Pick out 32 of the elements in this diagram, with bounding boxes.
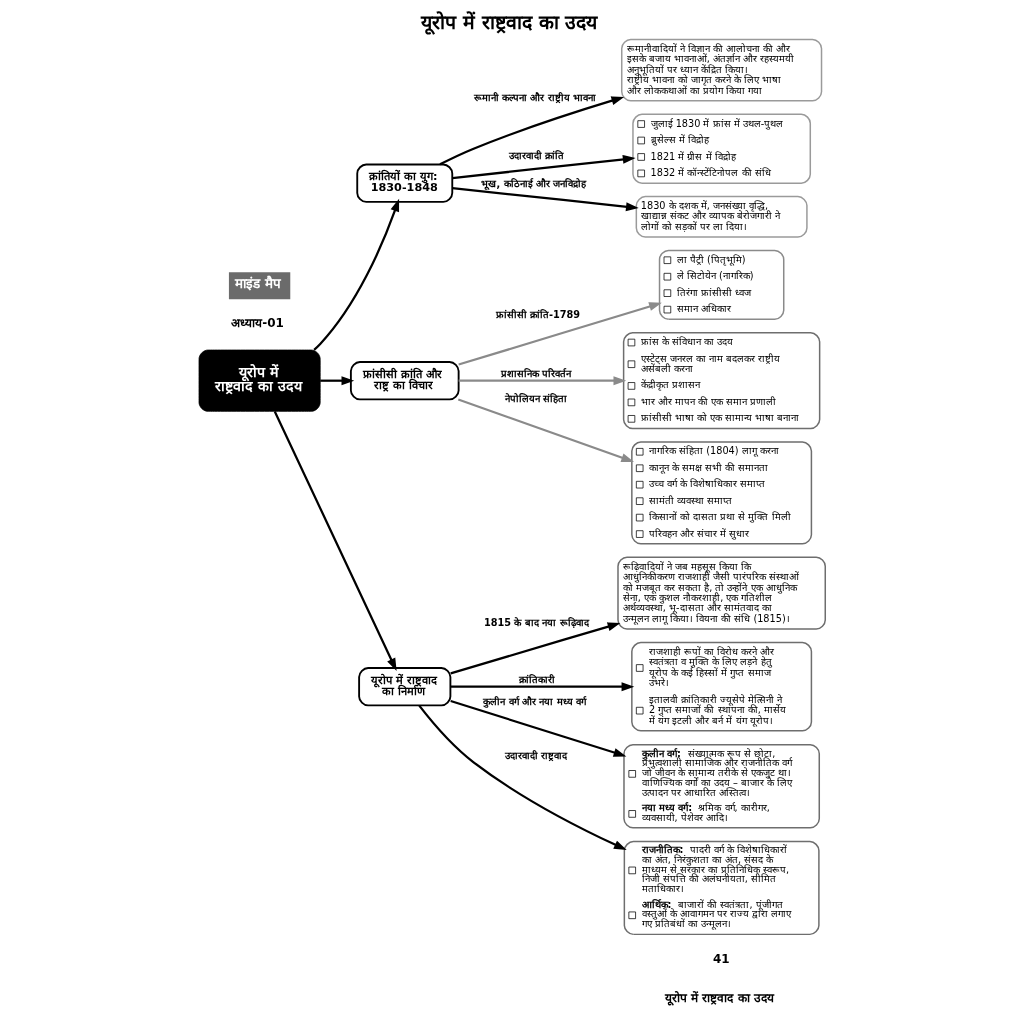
node-box: यूरोप में राष्ट्रवाद का निर्माण	[357, 667, 451, 707]
edge-label: भूख, कठिनाई और जनविद्रोह	[480, 178, 586, 190]
edge-label: कुलीन वर्ग और नया मध्य वर्ग	[482, 695, 586, 707]
arrow	[417, 704, 627, 850]
arrow	[451, 187, 639, 212]
edge-label: उदारवादी राष्ट्रवाद	[504, 749, 567, 761]
label: 41	[712, 951, 730, 966]
arrow	[319, 376, 354, 386]
edge-label: रूमानी कल्पना और राष्ट्रीय भावना	[473, 92, 596, 104]
arrow	[312, 198, 399, 351]
arrow	[273, 410, 397, 672]
edge-label: नेपोलियन संहिता	[504, 392, 567, 404]
label: अध्याय-01	[230, 315, 284, 330]
edge-label: फ्रांसीसी क्रांति-1789	[495, 309, 580, 321]
arrow	[449, 622, 620, 675]
label: माइंड मैप	[234, 276, 281, 292]
arrow	[457, 398, 634, 462]
arrow	[458, 376, 626, 386]
arrow	[450, 682, 634, 692]
arrow	[449, 699, 626, 757]
edge-label: 1815 के बाद नया रूढ़िवाद	[483, 616, 589, 628]
edge-label: प्रशासनिक परिवर्तन	[500, 368, 571, 380]
edge-label: उदारवादी क्रांति	[508, 149, 564, 161]
node-box: क्रांतियों का युग: 1830-1848	[355, 163, 453, 203]
node-box: फ्रांसीसी क्रांति और राष्ट्र का विचार	[349, 361, 460, 401]
diagram-title: यूरोप में राष्ट्रवाद का उदय	[420, 10, 597, 34]
node-box: यूरोप में राष्ट्रवाद का उदय	[198, 349, 321, 412]
edge-label: क्रांतिकारी	[518, 674, 555, 686]
arrow	[457, 302, 662, 366]
arrow	[439, 96, 624, 166]
arrow	[451, 155, 636, 180]
label: यूरोप में राष्ट्रवाद का उदय	[664, 990, 774, 1005]
